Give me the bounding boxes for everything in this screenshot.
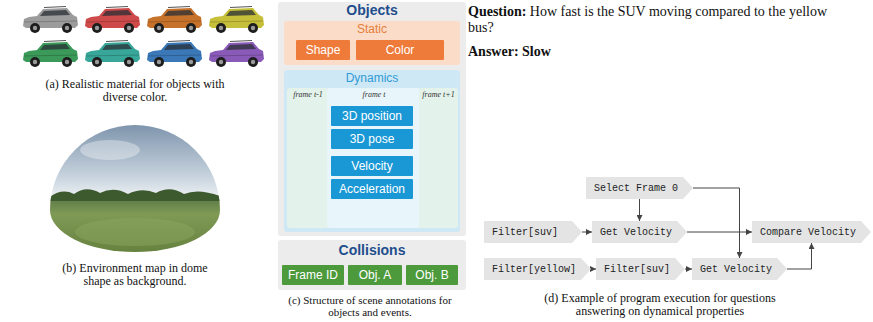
answer-text: Answer: Slow [468,44,668,60]
panel-title: Dynamics [284,70,460,86]
flow-arrow [591,269,596,270]
step-label: Get Velocity [700,264,772,275]
step-label: Obj. A [359,265,392,285]
tree-line [50,189,220,201]
group-band: StaticShape Color [284,21,460,65]
step-shape [596,258,685,280]
program-step: Filter[suv] [484,221,582,243]
caption: (c) Structure of scene annotations for o… [288,294,451,318]
caption: (d) Example of program execution for que… [520,292,800,318]
step-shape [484,221,582,243]
caption: (a) Realistic material for objects with … [39,78,231,104]
program-step: Get Velocity [692,258,787,280]
car-icon [147,7,202,34]
step-shape [692,258,787,280]
flow-arrow [693,188,740,258]
step-shape [592,221,687,243]
step-label: Color [386,42,415,58]
step-shape [586,177,693,199]
step-label: Compare Velocity [760,227,856,238]
dome [50,125,220,252]
car-row [23,7,264,68]
panel-title: frame t [327,88,421,101]
attribute-box: 3D position [331,106,413,126]
program-step: Filter[yellow] [484,258,591,280]
bold-label: Answer: Slow [468,44,551,59]
group-panel: CollisionsFrame ID Obj. A Obj. B [278,240,466,290]
car-icon [85,7,140,34]
caption: (d) Example of program execution for que… [544,291,775,318]
step-label: Filter[suv] [604,264,670,275]
step-label: Acceleration [339,183,405,196]
panel-title: Static [284,21,460,37]
grass-patch [75,218,195,246]
panel-title: frame t+1 [419,88,458,101]
attribute-box: Velocity [331,156,413,176]
cloud [80,140,140,160]
car-icon [23,7,78,34]
car-icon [147,41,202,68]
flow-arrow [787,243,812,269]
attribute-box: 3D pose [331,129,413,149]
panel-title: frame t-1 [287,88,329,101]
program-step: Compare Velocity [752,221,871,243]
caption: (a) Realistic material for objects with … [46,77,225,104]
panel-title: Objects [278,2,466,19]
panel-title: Collisions [278,240,466,260]
step-label: Obj. B [415,265,448,285]
attribute-box: Obj. B [406,265,458,285]
step-shape [484,258,591,280]
question-text: Question:How fast is the SUV moving comp… [468,4,846,36]
attribute-box: Acceleration [331,179,413,199]
frame-panel: frame t 3D position 3D poseVelocityAcceler… [327,88,421,228]
step-shape [752,221,871,243]
car-icon [209,7,264,34]
step-label: 3D position [342,110,402,123]
program-step: Get Velocity [592,221,687,243]
program-step: Select Frame 0 [586,177,693,199]
attribute-box: Shape [296,40,350,60]
car-icon [23,41,78,68]
group-band: Dynamics frame t-1frame t 3D position 3D po… [284,70,460,232]
car-icon [209,41,264,68]
frame-panel: frame t+1 [419,88,458,228]
flow-arrow [687,232,752,233]
car-icon [85,41,140,68]
step-label: Filter[yellow] [492,264,576,275]
caption: (b) Environment map in dome shape as bac… [55,262,215,288]
step-label: Shape [306,42,341,58]
group-panel: ObjectsStaticShape ColorDynamics frame t-1… [278,2,466,236]
frame-panel: frame t-1 [287,88,329,228]
step-label: Filter[suv] [492,227,558,238]
program-step: Filter[suv] [596,258,685,280]
caption: (c) Structure of scene annotations for o… [278,294,462,318]
caption: (b) Environment map in dome shape as bac… [62,261,207,288]
step-label: Frame ID [288,265,338,285]
flow-arrow [639,199,640,221]
flow-arrow [685,269,692,270]
attribute-box: Obj. A [348,265,402,285]
illustration-part [50,140,220,246]
attribute-box: Color [356,40,444,60]
bold-label: Question: [468,4,526,19]
step-label: Select Frame 0 [594,183,678,194]
dome-map [50,125,220,252]
step-label: Get Velocity [600,227,672,238]
flow-arrow [582,232,592,233]
attribute-box: Frame ID [282,265,344,285]
step-label: 3D pose [350,133,395,146]
step-label: Velocity [351,160,392,173]
